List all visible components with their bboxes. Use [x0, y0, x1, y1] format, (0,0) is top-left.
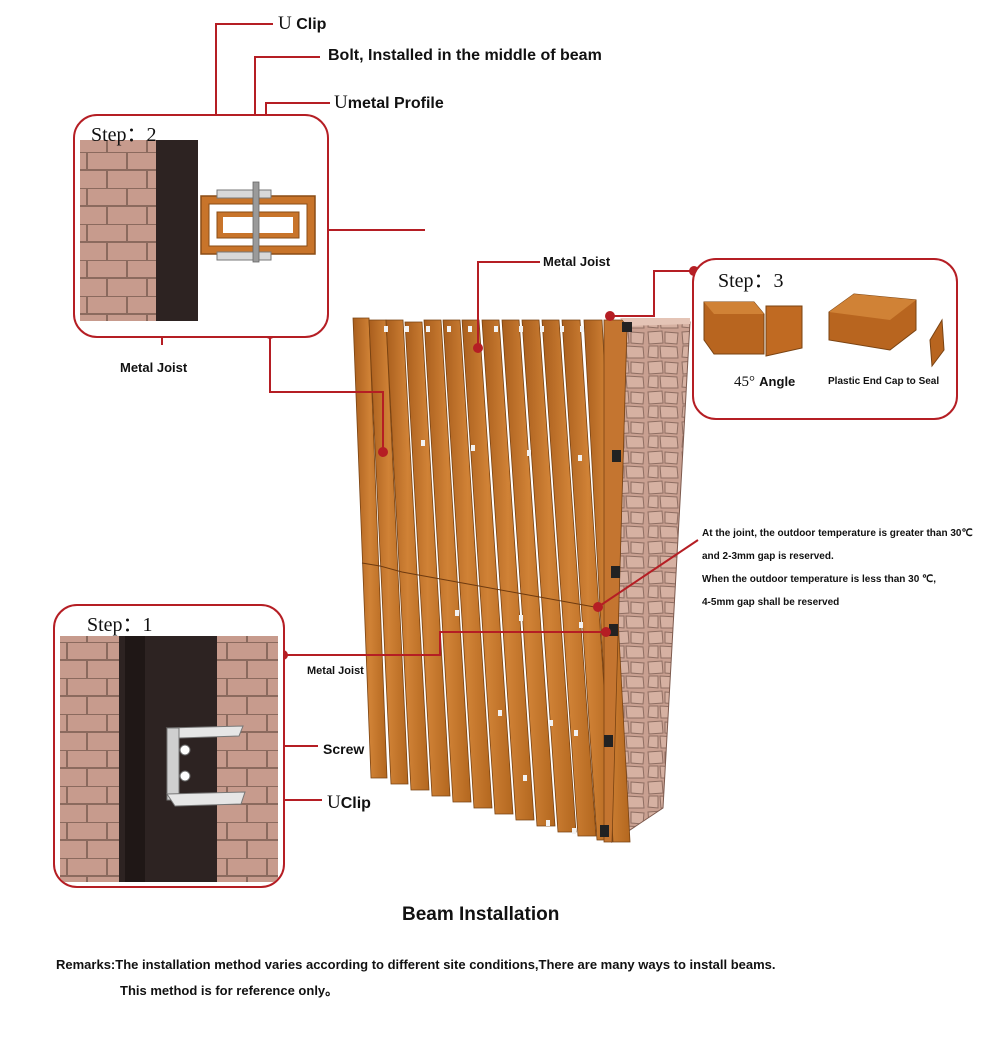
callout-u-metal-profile: Umetal Profile: [334, 92, 444, 113]
step1-frame: Step：1: [53, 604, 285, 888]
callout-bolt: Bolt, Installed in the middle of beam: [328, 47, 602, 64]
angle-value: 45°: [734, 374, 755, 390]
callout-metal-joist-step2: Metal Joist: [120, 360, 188, 375]
joint-note-line3: When the outdoor temperature is less tha…: [702, 574, 937, 585]
callout-metal-joist-step1: Metal Joist: [307, 665, 364, 677]
joint-note-line2: and 2-3mm gap is reserved.: [702, 551, 834, 562]
remarks-line2: This method is for reference only。: [120, 983, 339, 998]
u-profile-drawing: [200, 181, 316, 263]
step2-title: Step：2: [91, 124, 157, 146]
step1-photo: [60, 636, 278, 882]
callout-u-clip-step1: UClip: [327, 792, 371, 813]
callout-screw: Screw: [323, 741, 365, 757]
step2-frame: Step：2: [73, 114, 329, 338]
step3-title: Step：3: [718, 270, 784, 292]
joint-note: At the joint, the outdoor temperature is…: [702, 528, 973, 620]
clip-marks: [600, 322, 632, 837]
end-cap-label: Plastic End Cap to Seal: [828, 376, 940, 387]
u-clip-drawing: [165, 725, 246, 807]
callout-metal-joist-top: Metal Joist: [543, 254, 611, 269]
remarks-line1: Remarks:The installation method varies a…: [56, 957, 776, 972]
callout-u-clip-top: U Clip: [278, 13, 327, 34]
step3-frame: Step：3 45° Angle Plastic End Cap to Seal: [692, 258, 958, 420]
joint-note-line1: At the joint, the outdoor temperature is…: [702, 528, 973, 539]
step2-photo: [80, 140, 316, 321]
step3-drawings: [703, 293, 945, 368]
beam-slats: [352, 317, 631, 843]
angle-caption: 45° Angle: [734, 373, 795, 391]
page-title: Beam Installation: [402, 904, 560, 925]
beam-wall: [352, 317, 691, 843]
angle-label: Angle: [759, 374, 796, 389]
step1-title: Step：1: [87, 614, 153, 636]
joint-note-line4: 4-5mm gap shall be reserved: [702, 597, 840, 608]
